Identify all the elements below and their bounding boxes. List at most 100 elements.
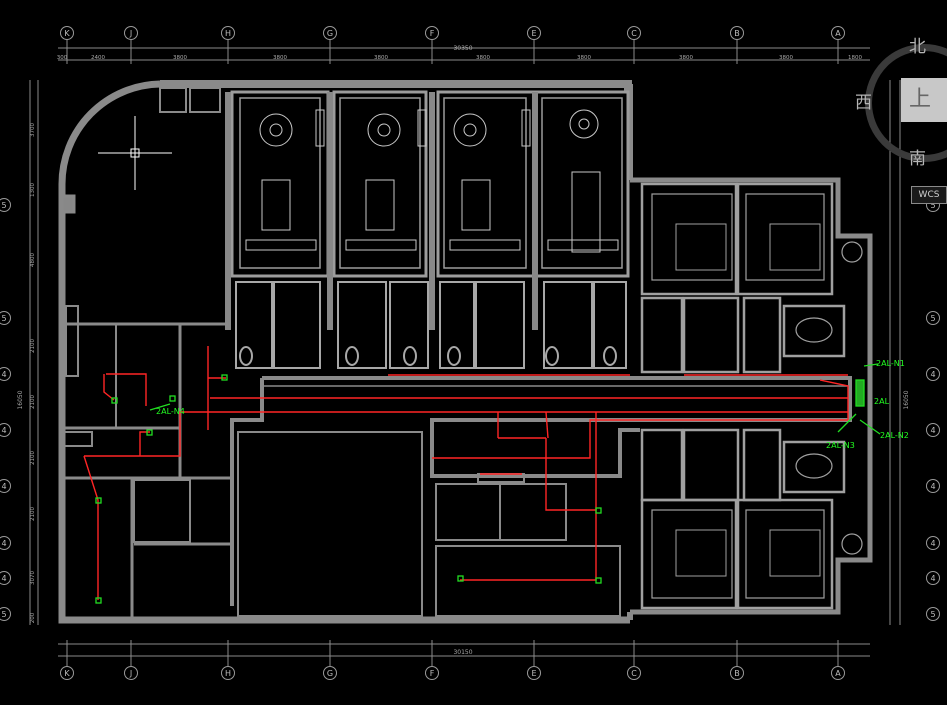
grid-label-right: 5: [930, 314, 935, 323]
left-rooms: [60, 87, 232, 620]
dimension-value-left: 2100: [30, 339, 36, 353]
grid-label-bottom: A: [835, 669, 841, 678]
dimension-value-top: 3800: [779, 55, 793, 61]
upper-rooms: [225, 90, 630, 330]
grid-label-left-circle: [0, 536, 11, 550]
dimension-value-top: 3800: [577, 55, 591, 61]
grid-label-top-circle: [627, 26, 641, 40]
grid-label-top-circle: [527, 26, 541, 40]
grid-label-top: K: [64, 29, 70, 38]
wcs-button[interactable]: WCS: [911, 186, 947, 204]
grid-label-top: G: [327, 29, 333, 38]
viewcube[interactable]: 北 西 南 上: [855, 30, 947, 170]
grid-label-right: 5: [930, 201, 935, 210]
dimension-value-left: 3700: [30, 123, 36, 137]
grid-label-top-circle: [425, 26, 439, 40]
lighting-devices: [95, 363, 881, 604]
grid-label-bottom: K: [64, 669, 70, 678]
dimension-value-top: 2400: [91, 55, 105, 61]
grid-label-bottom-circle: [221, 666, 235, 680]
dim-total-bottom: 30150: [453, 649, 472, 656]
grid-label-right-circle: [926, 479, 940, 493]
crosshair-cursor-icon: [98, 116, 172, 190]
grid-label-bottom-circle: [124, 666, 138, 680]
grid-label-right-circle: [926, 423, 940, 437]
grid-label-left: 5: [1, 201, 6, 210]
dimension-value-left: 3070: [30, 571, 36, 585]
dimension-value-top: 3800: [679, 55, 693, 61]
grid-label-bottom: G: [327, 669, 333, 678]
grid-label-top-circle: [221, 26, 235, 40]
viewcube-top-face[interactable]: 上: [901, 78, 947, 122]
dimension-value-left: 2100: [30, 507, 36, 521]
compass-west-label[interactable]: 西: [855, 93, 872, 113]
corridor: [230, 376, 852, 606]
grid-label-top-circle: [323, 26, 337, 40]
dimension-value-left: 4800: [30, 253, 36, 267]
circuit-label-n2: 2AL-N2: [880, 431, 909, 440]
right-rooms: [640, 182, 863, 610]
viewcube-compass-ring[interactable]: [865, 44, 947, 162]
grid-label-top-circle: [60, 26, 74, 40]
grid-label-bottom-circle: [60, 666, 74, 680]
grid-label-right: 4: [930, 574, 935, 583]
grid-label-top-circle: [730, 26, 744, 40]
grid-label-bottom: F: [430, 669, 435, 678]
top-dimension-lines: [29, 47, 901, 657]
grid-label-left: 5: [1, 314, 6, 323]
grid-label-left-circle: [0, 198, 11, 212]
dimension-value-top: 3800: [273, 55, 287, 61]
grid-label-right-circle: [926, 607, 940, 621]
grid-label-right-circle: [926, 367, 940, 381]
dimension-value-left: 200: [30, 612, 36, 623]
building-walls: [58, 80, 873, 624]
grid-label-bottom: B: [734, 669, 740, 678]
grid-label-bottom: C: [631, 669, 637, 678]
lower-center-rooms: [237, 431, 621, 617]
grid-label-bottom-circle: [425, 666, 439, 680]
grid-label-bottom-circle: [730, 666, 744, 680]
grid-label-top: C: [631, 29, 637, 38]
grid-label-left-circle: [0, 479, 11, 493]
grid-label-top: H: [225, 29, 231, 38]
circuit-label-panel: 2AL: [874, 397, 890, 406]
grid-label-left-circle: [0, 571, 11, 585]
dimension-value-left: 2100: [30, 451, 36, 465]
compass-south-label[interactable]: 南: [909, 149, 926, 169]
dimension-value-top: 1800: [848, 55, 862, 61]
grid-label-bottom-circle: [323, 666, 337, 680]
grid-label-left: 4: [1, 370, 6, 379]
grid-label-bottom: E: [531, 669, 536, 678]
compass-north-label[interactable]: 北: [909, 37, 926, 57]
dimension-value-top: 3800: [476, 55, 490, 61]
dim-total-left: 16050: [17, 390, 24, 409]
grid-label-left-circle: [0, 607, 11, 621]
electrical-wiring: [83, 346, 849, 600]
grid-label-bottom: J: [129, 669, 132, 678]
grid-label-bottom-circle: [527, 666, 541, 680]
grid-label-left: 4: [1, 539, 6, 548]
grid-label-top: A: [835, 29, 841, 38]
grid-label-top-circle: [831, 26, 845, 40]
grid-label-right: 4: [930, 482, 935, 491]
circuit-label-n3: 2AL-N3: [826, 441, 855, 450]
dim-total-top: 30350: [453, 45, 472, 52]
grid-label-right: 5: [930, 610, 935, 619]
grid-label-top: F: [430, 29, 435, 38]
grid-label-right-circle: [926, 571, 940, 585]
grid-label-left-circle: [0, 423, 11, 437]
grid-label-left-circle: [0, 311, 11, 325]
grid-label-right-circle: [926, 536, 940, 550]
grid-label-right: 4: [930, 370, 935, 379]
bathroom-row: [235, 281, 627, 369]
grid-label-left: 4: [1, 482, 6, 491]
grid-label-top: B: [734, 29, 740, 38]
grid-label-right: 4: [930, 426, 935, 435]
